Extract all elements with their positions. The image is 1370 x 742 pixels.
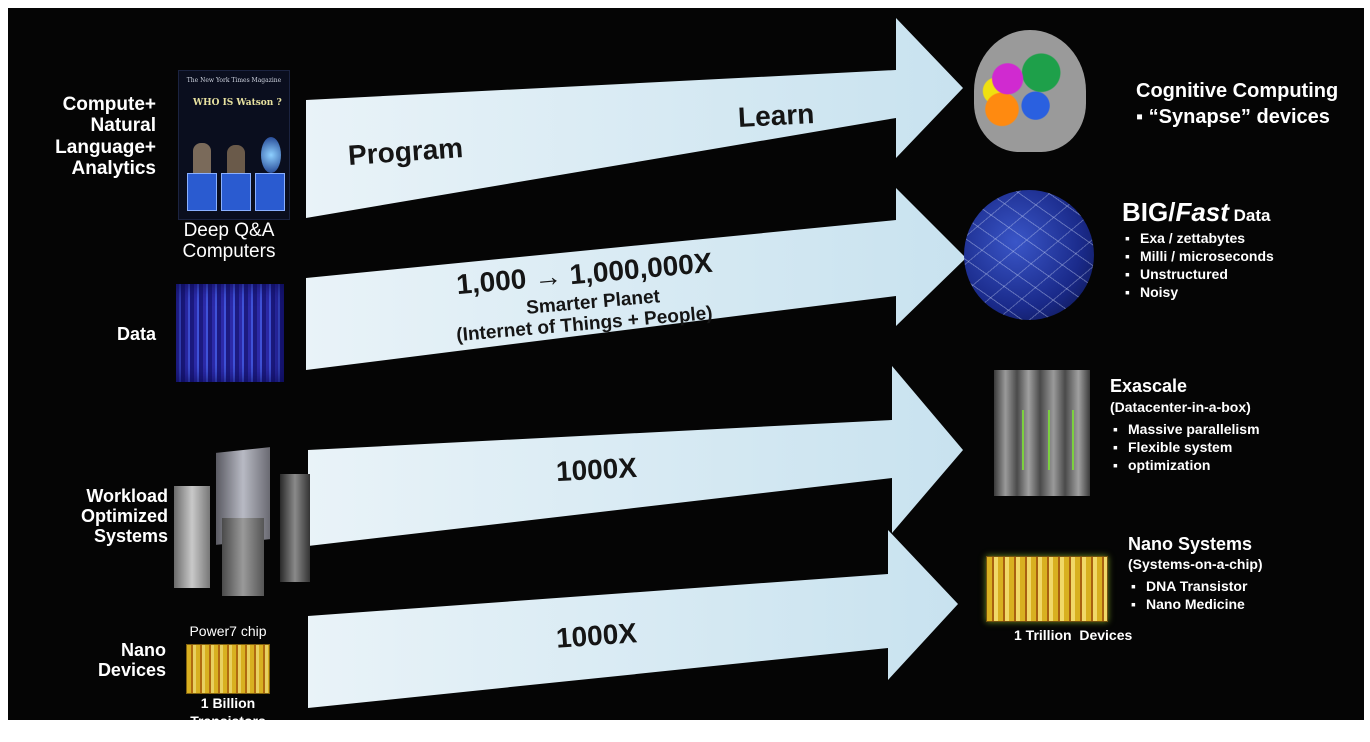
bigdata-label: BIG/Fast Data Exa / zettabytes Milli / m… [1122, 197, 1274, 301]
workload-label: Workload Optimized Systems [28, 486, 168, 546]
nano-systems-subtitle: (Systems-on-a-chip) [1128, 556, 1263, 573]
arrow-4 [308, 530, 958, 708]
bigdata-title: BIG/Fast Data [1122, 197, 1274, 227]
compute-label: Compute+ Natural Language+ Analytics [14, 94, 156, 179]
arrow-1-learn-label: Learn [737, 98, 815, 133]
nano-systems-bullet: Nano Medicine [1128, 595, 1263, 613]
compute-line-2: Natural [90, 115, 156, 137]
arrow-3-label: 1000X [555, 451, 638, 488]
arrow-2 [306, 188, 966, 370]
bigdata-bullets: Exa / zettabytes Milli / microseconds Un… [1122, 229, 1274, 301]
power7-label: Power7 chip [189, 623, 267, 639]
deep-qa-line-2: Computers [182, 241, 276, 263]
nano-devices-label: Nano Devices [78, 640, 166, 680]
arrow-4-label: 1000X [554, 617, 638, 654]
workload-line-1: Workload [86, 486, 168, 506]
arrow-3 [308, 366, 963, 546]
exascale-bullet-cont: optimization [1110, 456, 1260, 474]
compute-line-3: Language+ [55, 136, 156, 158]
nano-caption: 1 Trillion Devices [1014, 627, 1133, 643]
workload-line-2: Optimized [80, 506, 168, 527]
data-image [176, 284, 284, 382]
watson-magazine-image: The New York Times Magazine WHO IS Watso… [178, 70, 290, 220]
brain-scan-image [974, 30, 1086, 152]
globe-network-image [964, 190, 1094, 320]
server-rack-image-3 [222, 518, 264, 596]
nano-systems-label: Nano Systems (Systems-on-a-chip) DNA Tra… [1128, 534, 1263, 613]
arrow-1 [306, 18, 963, 218]
compute-line-1: Compute+ [62, 94, 156, 115]
server-rack-image-1 [174, 486, 210, 588]
magazine-title: WHO IS Watson ? [193, 98, 282, 108]
bigdata-title-data: Data [1228, 206, 1271, 225]
workload-line-3: Systems [93, 526, 168, 547]
exascale-label: Exascale (Datacenter-in-a-box) Massive p… [1110, 376, 1260, 474]
arrows-layer [306, 18, 966, 708]
exascale-subtitle: (Datacenter-in-a-box) [1110, 399, 1251, 416]
nano-devices-line-2: Devices [97, 660, 166, 681]
power7-chip-image [186, 644, 270, 694]
exascale-bullet: Massive parallelism [1110, 420, 1260, 438]
cognitive-title: Cognitive Computing [1136, 80, 1339, 102]
nano-devices-line-1: Nano [121, 640, 166, 660]
server-rack-image-4 [280, 474, 310, 582]
compute-line-4: Analytics [71, 157, 156, 179]
exascale-title: Exascale [1110, 376, 1188, 396]
cognitive-bullet-text: “Synapse” devices [1148, 106, 1330, 128]
deep-qa-line-1: Deep Q&A [183, 220, 275, 241]
bigdata-bullet: Milli / microseconds [1122, 247, 1274, 265]
exascale-bullet: Flexible system [1110, 438, 1260, 456]
magazine-masthead: The New York Times Magazine [186, 77, 282, 84]
nano-chip-image [986, 556, 1108, 622]
bigdata-bullet: Exa / zettabytes [1122, 229, 1274, 247]
deep-qa-label: Deep Q&A Computers [154, 220, 304, 263]
exascale-rack-image [994, 370, 1090, 496]
bigdata-bullet: Unstructured [1122, 265, 1274, 283]
exascale-bullets: Massive parallelism Flexible system opti… [1110, 420, 1260, 474]
billion-line-2: Transistors [178, 712, 278, 720]
bigdata-bullet: Noisy [1122, 283, 1274, 301]
data-label: Data [116, 324, 156, 344]
billion-line-1: 1 Billion [200, 695, 256, 711]
cognitive-label: Cognitive Computing ▪ “Synapse” devices [1136, 78, 1338, 130]
nano-systems-title: Nano Systems [1128, 534, 1253, 554]
bigdata-title-big: BIG/ [1122, 197, 1176, 227]
nano-systems-bullets: DNA Transistor Nano Medicine [1128, 577, 1263, 613]
billion-label: 1 Billion Transistors [178, 694, 278, 720]
cognitive-bullet: ▪ “Synapse” devices [1136, 106, 1330, 128]
bigdata-title-fast: Fast [1175, 197, 1229, 227]
slide: Program Learn 1,000 → 1,000,000X Smarter… [8, 8, 1364, 720]
nano-systems-bullet: DNA Transistor [1128, 577, 1263, 595]
